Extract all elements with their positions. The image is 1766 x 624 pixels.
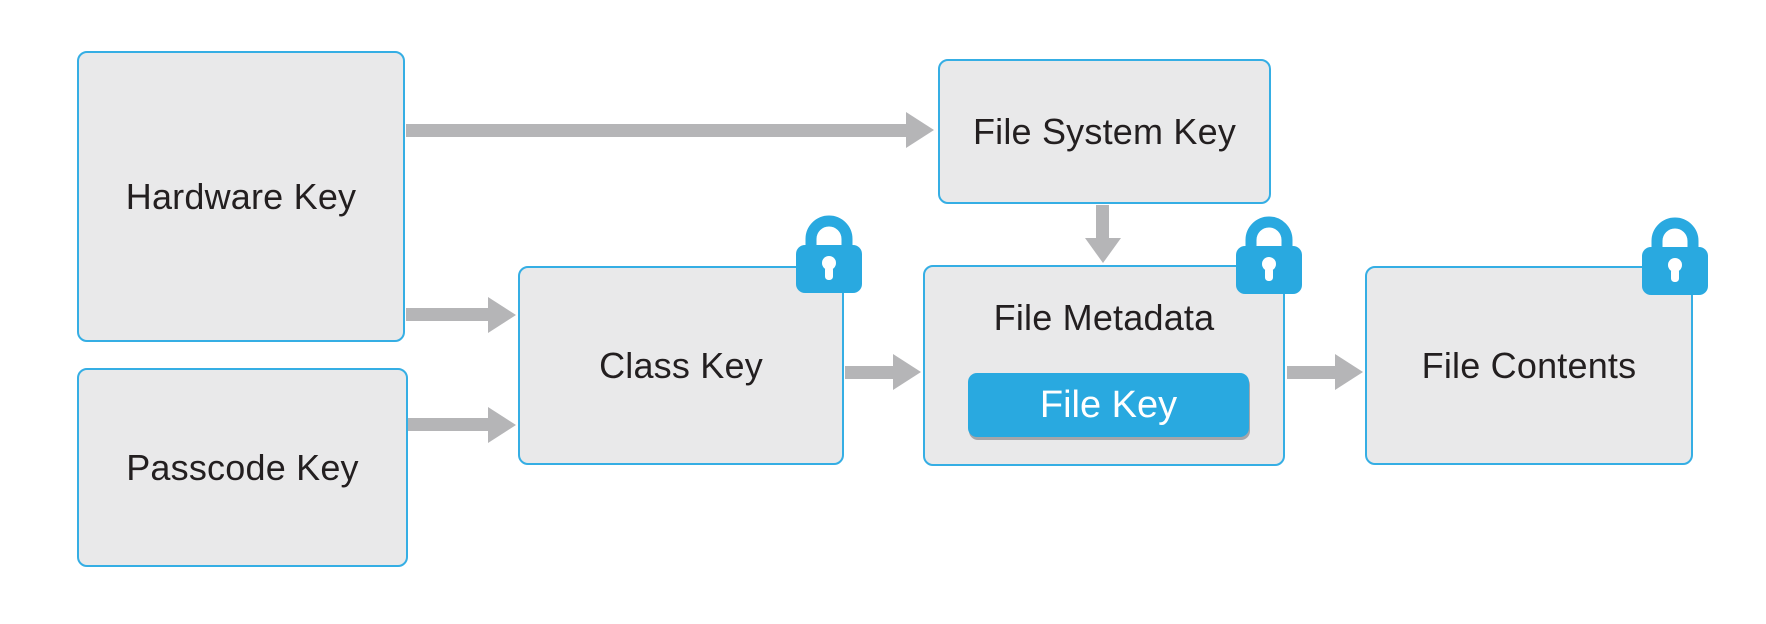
node-file-contents: File Contents <box>1365 266 1693 465</box>
file-key-label: File Key <box>1039 383 1178 426</box>
arrow-passcode-to-classkey-head <box>488 407 516 443</box>
arrow-metadata-to-contents-shaft <box>1287 366 1337 379</box>
arrow-classkey-to-metadata-head <box>893 354 921 390</box>
arrow-metadata-to-contents-head <box>1335 354 1363 390</box>
file-key-badge: File Key <box>968 373 1249 437</box>
arrow-hardware-to-classkey-shaft <box>406 308 490 321</box>
node-file-system-key: File System Key <box>938 59 1271 204</box>
node-passcode-key: Passcode Key <box>77 368 408 567</box>
file-system-key-label: File System Key <box>972 110 1237 152</box>
node-file-metadata: File Metadata File Key <box>923 265 1285 466</box>
file-metadata-label: File Metadata <box>993 297 1215 338</box>
node-class-key: Class Key <box>518 266 844 465</box>
passcode-key-label: Passcode Key <box>126 446 359 488</box>
hardware-key-label: Hardware Key <box>125 175 357 217</box>
file-contents-label: File Contents <box>1421 344 1637 386</box>
arrow-classkey-to-metadata-shaft <box>845 366 895 379</box>
lock-icon <box>796 215 862 293</box>
arrow-filesystem-to-metadata-shaft <box>1096 205 1109 239</box>
arrow-hardware-to-filesystem-shaft <box>406 124 908 137</box>
lock-icon <box>1236 216 1302 294</box>
arrow-hardware-to-classkey-head <box>488 297 516 333</box>
arrow-passcode-to-classkey-shaft <box>408 418 490 431</box>
lock-icon <box>1642 217 1708 295</box>
arrow-hardware-to-filesystem-head <box>906 112 934 148</box>
class-key-label: Class Key <box>599 344 763 386</box>
arrow-filesystem-to-metadata-head <box>1085 238 1121 263</box>
node-hardware-key: Hardware Key <box>77 51 405 342</box>
